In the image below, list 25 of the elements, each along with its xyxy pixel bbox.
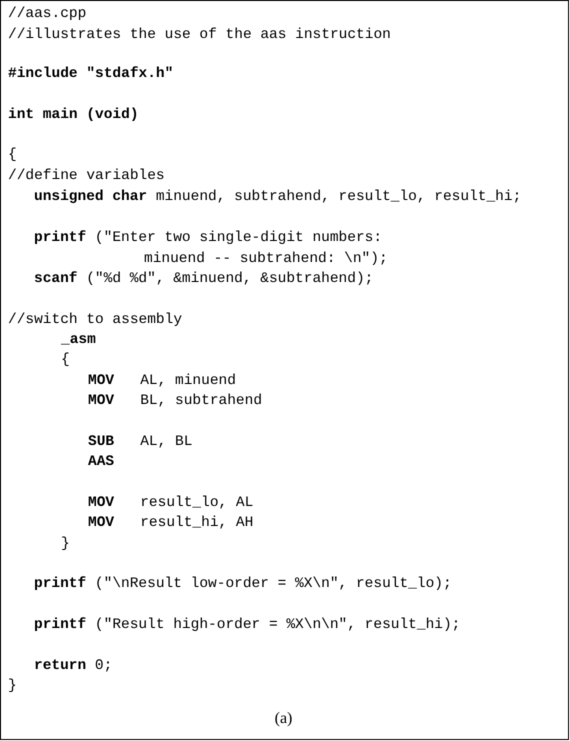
- code-line: MOV result_lo, AL: [88, 495, 254, 512]
- code-comment: //illustrates the use of the aas instruction: [8, 27, 391, 44]
- code-line: AAS: [88, 454, 114, 471]
- code-line: minuend -- subtrahend: \n");: [144, 251, 388, 268]
- code-line: MOV result_hi, AH: [88, 515, 254, 532]
- code-line: #include "stdafx.h": [8, 66, 174, 83]
- code-line: printf ("\nResult low-order = %X\n", result_lo);: [34, 576, 452, 593]
- code-line: SUB AL, BL: [88, 434, 192, 451]
- code-line: MOV BL, subtrahend: [88, 393, 262, 410]
- code-comment: //aas.cpp: [8, 6, 86, 23]
- code-line: _asm: [61, 332, 96, 349]
- code-line: scanf ("%d %d", &minuend, &subtrahend);: [34, 271, 374, 288]
- code-line: printf ("Result high-order = %X\n\n", result_hi);: [34, 617, 460, 634]
- figure-caption: (a): [274, 710, 294, 728]
- code-line: printf ("Enter two single-digit numbers:: [34, 230, 382, 247]
- code-line: int main (void): [8, 107, 139, 124]
- code-line: MOV AL, minuend: [88, 373, 236, 390]
- code-comment: //switch to assembly: [8, 312, 182, 329]
- code-line: unsigned char minuend, subtrahend, result_lo, result_hi;: [34, 189, 522, 206]
- code-line: {: [8, 147, 17, 164]
- code-line: return 0;: [34, 658, 112, 675]
- code-line: }: [8, 678, 17, 695]
- code-comment: //define variables: [8, 168, 165, 185]
- code-line: {: [61, 352, 70, 369]
- code-line: }: [61, 536, 70, 553]
